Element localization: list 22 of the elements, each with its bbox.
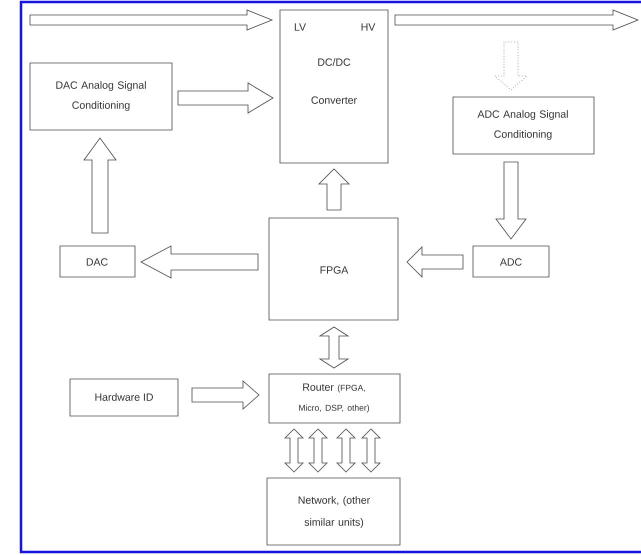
box-label: DAC [86, 258, 108, 266]
box-label: Hardware ID [95, 393, 153, 401]
block-arrow [318, 168, 350, 210]
box-label: ADC Analog Signal Conditioning [478, 110, 568, 140]
box-label: HV [362, 23, 376, 31]
box-label: FPGA [320, 266, 348, 274]
block-arrow [178, 82, 274, 114]
block-arrow [140, 245, 258, 279]
block-arrow [83, 137, 117, 234]
block-arrow [192, 380, 260, 410]
box-label: ADC [500, 258, 522, 266]
box-label: DAC Analog Signal Conditioning [56, 81, 146, 111]
box-label: DC/DC Converter [311, 58, 357, 104]
block-arrow [494, 42, 528, 91]
box-label: Router (FPGA, Micro, DSP, other) [299, 384, 369, 412]
block-arrow [406, 246, 464, 278]
block-arrow [495, 162, 527, 240]
block-arrow [394, 9, 640, 31]
box-label: Network, (other similar units) [298, 496, 370, 528]
block-arrow [30, 9, 274, 31]
block-arrow [318, 326, 350, 368]
box-label: LV [294, 23, 306, 31]
